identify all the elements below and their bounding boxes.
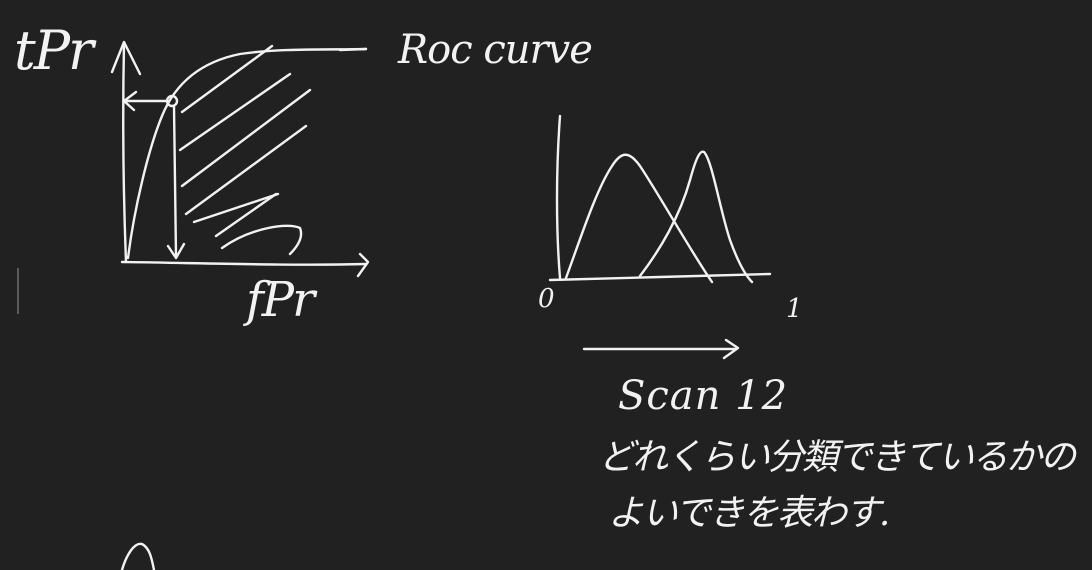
roc-curve xyxy=(126,47,368,260)
distribution-axis-start-label: 0 xyxy=(538,284,555,314)
roc-y-axis-label: tPr xyxy=(14,19,94,82)
roc-y-axis-arrowhead xyxy=(110,40,142,76)
roc-y-axis xyxy=(121,42,128,264)
distribution-x-axis xyxy=(548,272,772,282)
distribution-plot xyxy=(548,114,772,360)
distribution-axis-end-label: 1 xyxy=(786,294,803,324)
distribution-y-axis xyxy=(555,114,562,280)
roc-curve-label-pointer xyxy=(338,47,368,52)
japanese-note-line-2: よいできを表わす. xyxy=(608,493,890,534)
stray-pen-mark xyxy=(120,542,156,570)
text-cursor xyxy=(17,268,19,314)
roc-x-axis-arrowhead xyxy=(356,252,370,278)
operating-point-to-x-axis-arrow xyxy=(166,104,186,260)
scan-note: Scan 12 xyxy=(618,373,789,419)
auc-hatching xyxy=(178,44,312,256)
roc-curve-label: Roc curve xyxy=(398,27,593,73)
roc-plot xyxy=(110,40,370,278)
negative-class-curve xyxy=(564,153,714,284)
japanese-note-line-1: どれくらい分類できているかの xyxy=(598,437,1076,478)
roc-x-axis-label: fPr xyxy=(246,272,315,328)
positive-class-curve xyxy=(638,150,754,284)
operating-point-to-y-axis-arrow xyxy=(122,90,170,112)
roc-x-axis xyxy=(120,260,368,266)
score-direction-arrow xyxy=(582,338,740,360)
